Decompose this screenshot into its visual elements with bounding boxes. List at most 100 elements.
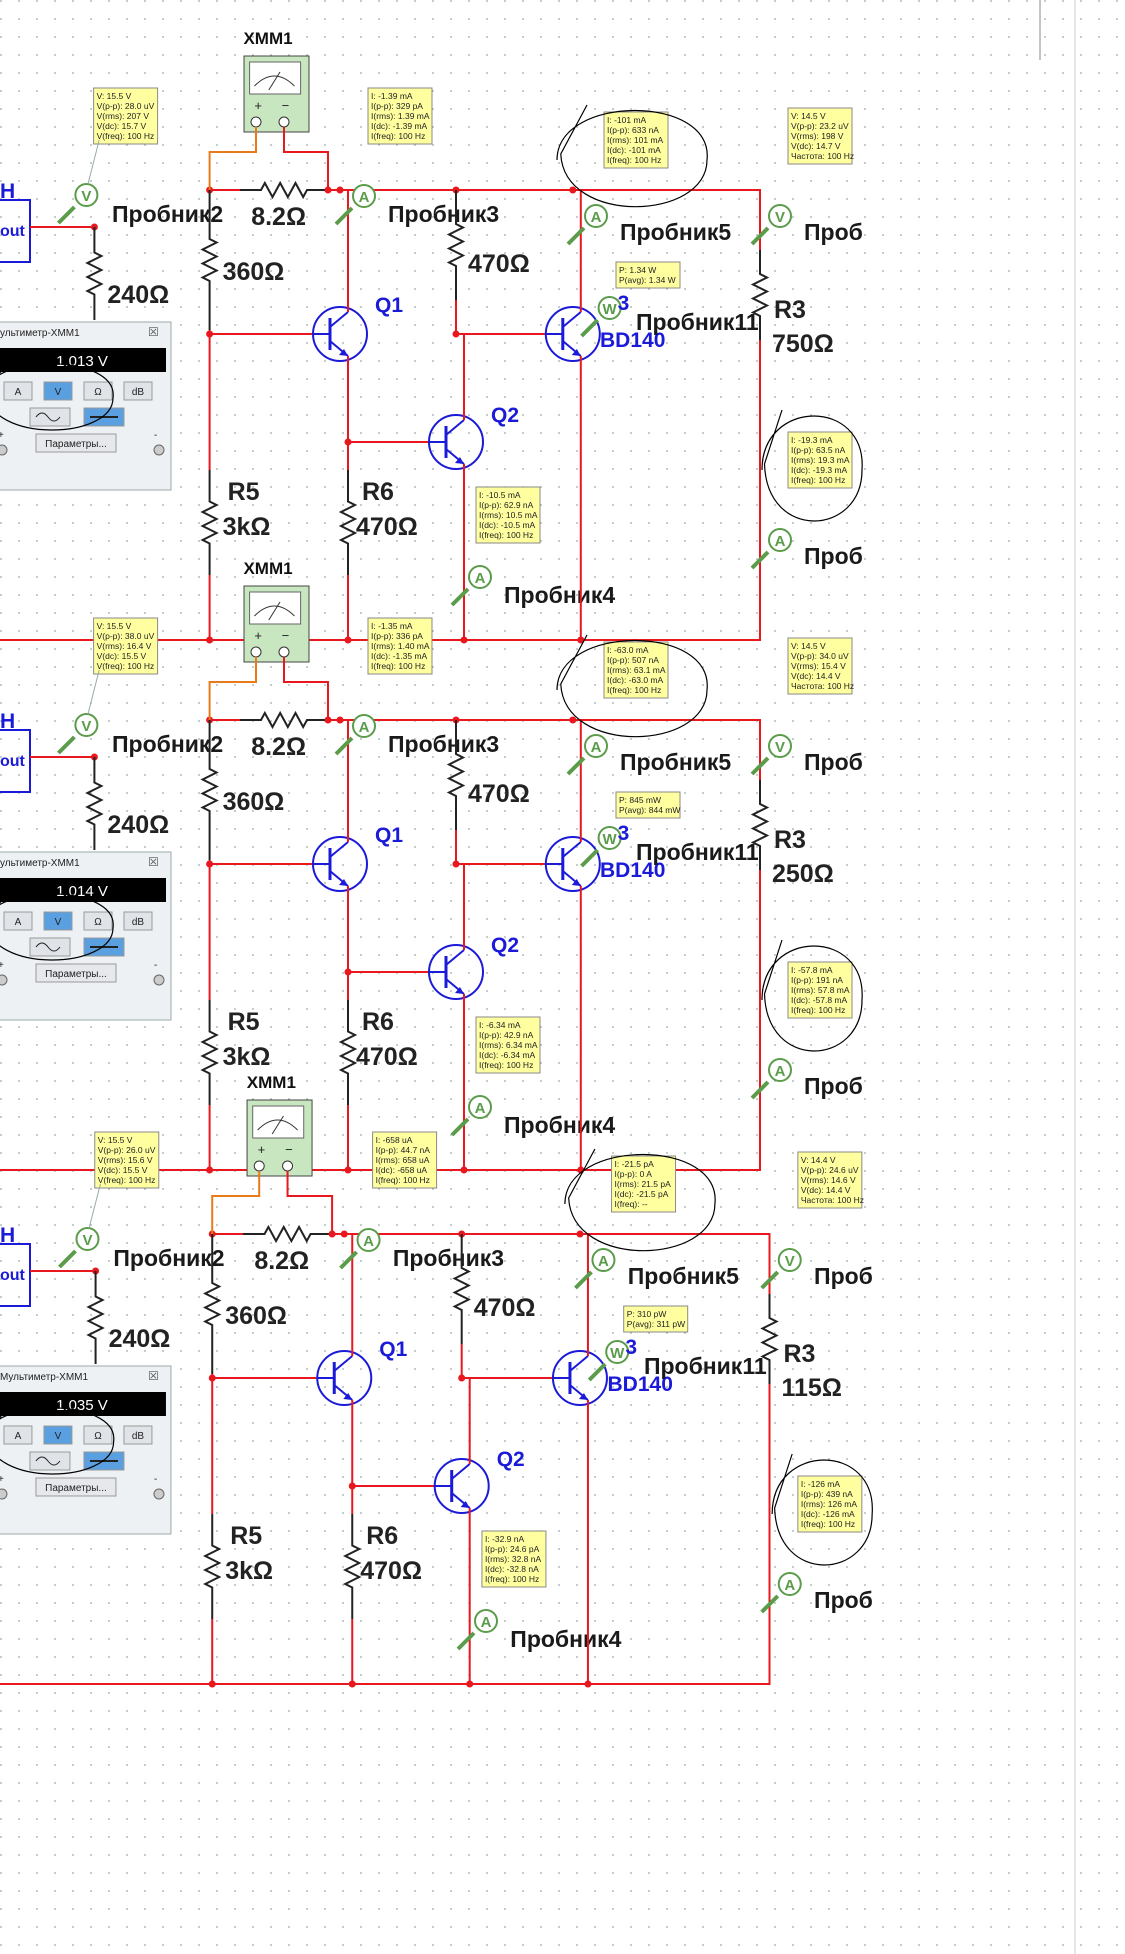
probe-letter: A — [598, 1253, 609, 1270]
tooltip-line: I(freq): 100 Hz — [801, 1519, 855, 1529]
xmm1-meter-symbol[interactable]: XMM1+− — [243, 559, 310, 663]
ac-button[interactable] — [29, 937, 71, 957]
terminal-icon[interactable] — [0, 1488, 8, 1500]
r6-name: R6 — [366, 1522, 398, 1550]
probe-ammeter-icon[interactable]: A — [456, 1609, 498, 1651]
r470-value: 470Ω — [474, 1294, 536, 1322]
mode-button-db[interactable] — [123, 1425, 153, 1445]
transistor-q3[interactable] — [544, 836, 601, 892]
transistor-q2[interactable] — [428, 944, 484, 1000]
transistor-q3[interactable] — [551, 1350, 608, 1406]
tooltip-line: P: 845 mW — [619, 795, 661, 805]
probe-ammeter-icon[interactable]: A — [574, 1248, 616, 1290]
emitter-arrow-icon — [339, 349, 348, 356]
probe-circle — [74, 713, 99, 737]
probe-ammeter-icon[interactable]: A — [750, 528, 792, 570]
ac-button[interactable] — [29, 1451, 71, 1471]
probe-circle — [605, 1340, 630, 1364]
mode-button-ohm[interactable] — [83, 1425, 113, 1445]
tooltip-line: I(p-p): 24.6 pA — [485, 1544, 540, 1554]
mode-button-v[interactable] — [43, 381, 73, 401]
terminal-icon[interactable] — [0, 444, 8, 456]
tooltip-box — [603, 111, 669, 169]
terminal-icon[interactable] — [153, 1488, 165, 1500]
q1-label: Q1 — [375, 824, 403, 847]
probe-ammeter-icon[interactable]: A — [450, 1095, 492, 1137]
q3-suffix-label: 3 — [618, 292, 630, 315]
probe-tip — [580, 848, 600, 868]
probe-ammeter-icon[interactable]: A — [760, 1572, 802, 1614]
mode-button-a[interactable] — [3, 911, 33, 931]
mode-button-a[interactable] — [3, 381, 33, 401]
transistor-q1[interactable] — [312, 836, 368, 892]
probe-ammeter-icon[interactable]: A — [334, 184, 376, 226]
probe-ammeter-icon[interactable]: A — [566, 204, 608, 246]
probe-circle — [75, 1227, 100, 1251]
tooltip-line: I(p-p): 507 nA — [607, 655, 659, 665]
tooltip-line: I(rms): 658 uA — [376, 1155, 430, 1165]
probe-voltmeter-icon[interactable]: V — [56, 713, 99, 755]
xmm1-meter-symbol[interactable]: XMM1+− — [243, 29, 310, 133]
signal-source[interactable] — [0, 199, 31, 263]
probe-ammeter-icon[interactable]: A — [450, 565, 492, 607]
transistor-q2[interactable] — [428, 414, 484, 470]
params-button[interactable] — [35, 433, 117, 453]
terminal-icon[interactable] — [153, 974, 165, 986]
tooltip-line: I(dc): -1.39 mA — [371, 121, 428, 131]
transistor-collector — [333, 1355, 353, 1372]
mode-button-a[interactable] — [3, 1425, 33, 1445]
measurement-tooltip: I: -1.35 mAI(p-p): 336 pAI(rms): 1.40 mA… — [367, 617, 433, 675]
signal-source[interactable] — [0, 729, 31, 793]
params-button[interactable] — [35, 963, 117, 983]
tooltip-line: I(p-p): 329 pA — [371, 101, 423, 111]
mode-button-v[interactable] — [43, 1425, 73, 1445]
probe-ammeter-icon[interactable]: A — [566, 734, 608, 776]
junction-dot — [206, 636, 214, 644]
probe-voltmeter-icon[interactable]: V — [750, 734, 792, 776]
probe5-label: Пробник5 — [620, 749, 731, 775]
signal-source[interactable] — [0, 1243, 31, 1307]
mode-button-db[interactable] — [123, 911, 153, 931]
probe-wattmeter-icon[interactable]: W — [580, 826, 622, 868]
transistor-q2[interactable] — [433, 1458, 490, 1514]
tooltip-line: I(dc): -658 uA — [376, 1165, 428, 1175]
tooltip-line: I(rms): 6.34 mA — [479, 1040, 538, 1050]
ac-button[interactable] — [29, 407, 71, 427]
transistor-q1[interactable] — [312, 306, 368, 362]
transistor-q3[interactable] — [544, 306, 601, 362]
tooltip-line: P(avg): 1.34 W — [619, 275, 676, 285]
probe-voltmeter-icon[interactable]: V — [760, 1248, 802, 1290]
xmm1-meter-symbol[interactable]: XMM1+− — [246, 1073, 313, 1177]
probe-ammeter-icon[interactable]: A — [334, 714, 376, 756]
emitter-arrow-icon — [343, 1393, 353, 1400]
probe-voltmeter-icon[interactable]: V — [58, 1227, 100, 1269]
meter-minus: − — [282, 628, 290, 643]
params-button[interactable] — [35, 1477, 117, 1497]
mode-button-db[interactable] — [123, 381, 153, 401]
probe-ammeter-icon[interactable]: A — [339, 1228, 381, 1270]
mode-button-v[interactable] — [43, 911, 73, 931]
probe-wattmeter-icon[interactable]: W — [580, 296, 622, 338]
mode-button-ohm[interactable] — [83, 911, 113, 931]
tooltip-line: I: -6.34 mA — [479, 1020, 521, 1030]
probe-voltmeter-icon[interactable]: V — [750, 204, 792, 246]
probe-wattmeter-icon[interactable]: W — [587, 1340, 630, 1382]
tooltip-box — [611, 1155, 677, 1213]
transistor-q1[interactable] — [316, 1350, 373, 1406]
mode-button-label: A — [15, 917, 22, 928]
r470-value: 470Ω — [468, 250, 530, 278]
tooltip-line: I: -1.39 mA — [371, 91, 413, 101]
measurement-tooltip: I: -57.8 mAI(p-p): 191 nAI(rms): 57.8 mA… — [787, 961, 853, 1019]
multimeter-reading: 1.013 V — [56, 353, 108, 370]
probe-ammeter-icon[interactable]: A — [750, 1058, 792, 1100]
resistor — [240, 180, 328, 200]
terminal-icon[interactable] — [153, 444, 165, 456]
terminal-icon[interactable] — [0, 974, 8, 986]
mode-button-ohm[interactable] — [83, 381, 113, 401]
measurement-tooltip: V: 14.5 VV(p-p): 34.0 uVV(rms): 15.4 VV(… — [787, 637, 854, 695]
probe-voltmeter-icon[interactable]: V — [56, 183, 99, 225]
tooltip-line: V(dc): 15.5 V — [97, 651, 147, 661]
